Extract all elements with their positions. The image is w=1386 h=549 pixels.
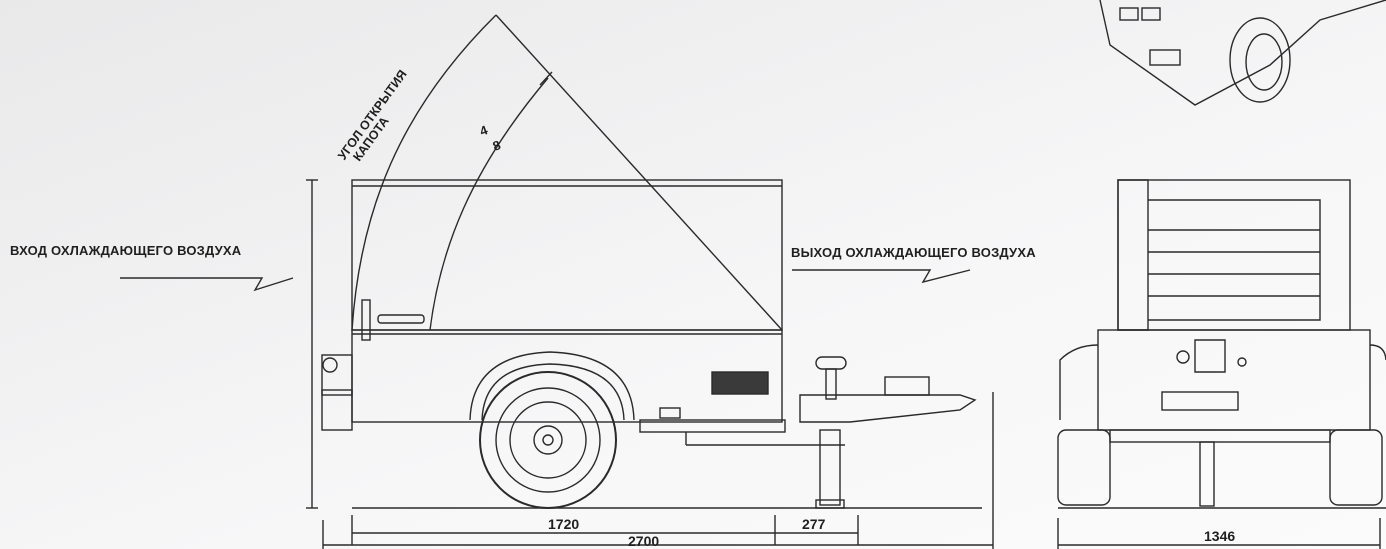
wheel-icon (479, 371, 617, 509)
hood-open-arc (351, 14, 497, 331)
air-in-label: ВХОД ОХЛАЖДАЮЩЕГО ВОЗДУХА (10, 243, 242, 258)
side-view (306, 14, 994, 549)
enclosure-body (351, 179, 783, 331)
arrow-icon (120, 277, 294, 292)
hood-open-line (495, 14, 783, 331)
front-canopy (1117, 179, 1351, 331)
air-out-label: ВЫХОД ОХЛАЖДАЮЩЕГО ВОЗДУХА (791, 245, 1036, 260)
dim-track-width: 1346 (1204, 528, 1236, 544)
control-panel-icon (711, 371, 769, 395)
front-view (1057, 179, 1386, 549)
jockey-wheel-icon (815, 356, 847, 509)
dim-overall-length: 2700 (628, 533, 660, 549)
fender (469, 351, 635, 421)
perspective-view (1099, 0, 1386, 106)
hood-handle (377, 314, 425, 324)
dim-drawbar: 277 (802, 516, 826, 532)
dim-wheelbase: 1720 (548, 516, 580, 532)
arrow-icon (792, 269, 971, 284)
